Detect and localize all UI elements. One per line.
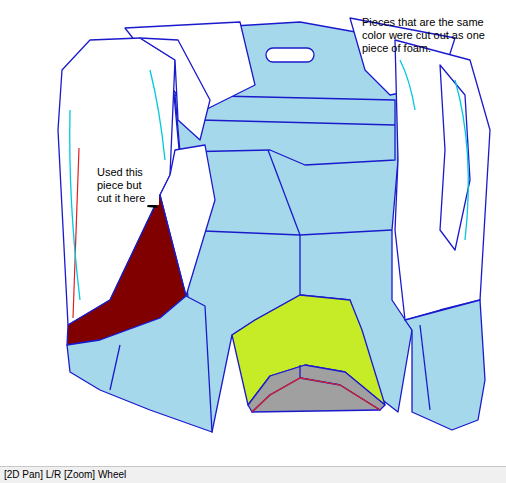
callout-note: Used this piece but cut it here [97, 166, 159, 205]
status-text: [2D Pan] L/R [Zoom] Wheel [4, 468, 304, 482]
note-text: Pieces that are the same color were cut … [362, 16, 490, 55]
